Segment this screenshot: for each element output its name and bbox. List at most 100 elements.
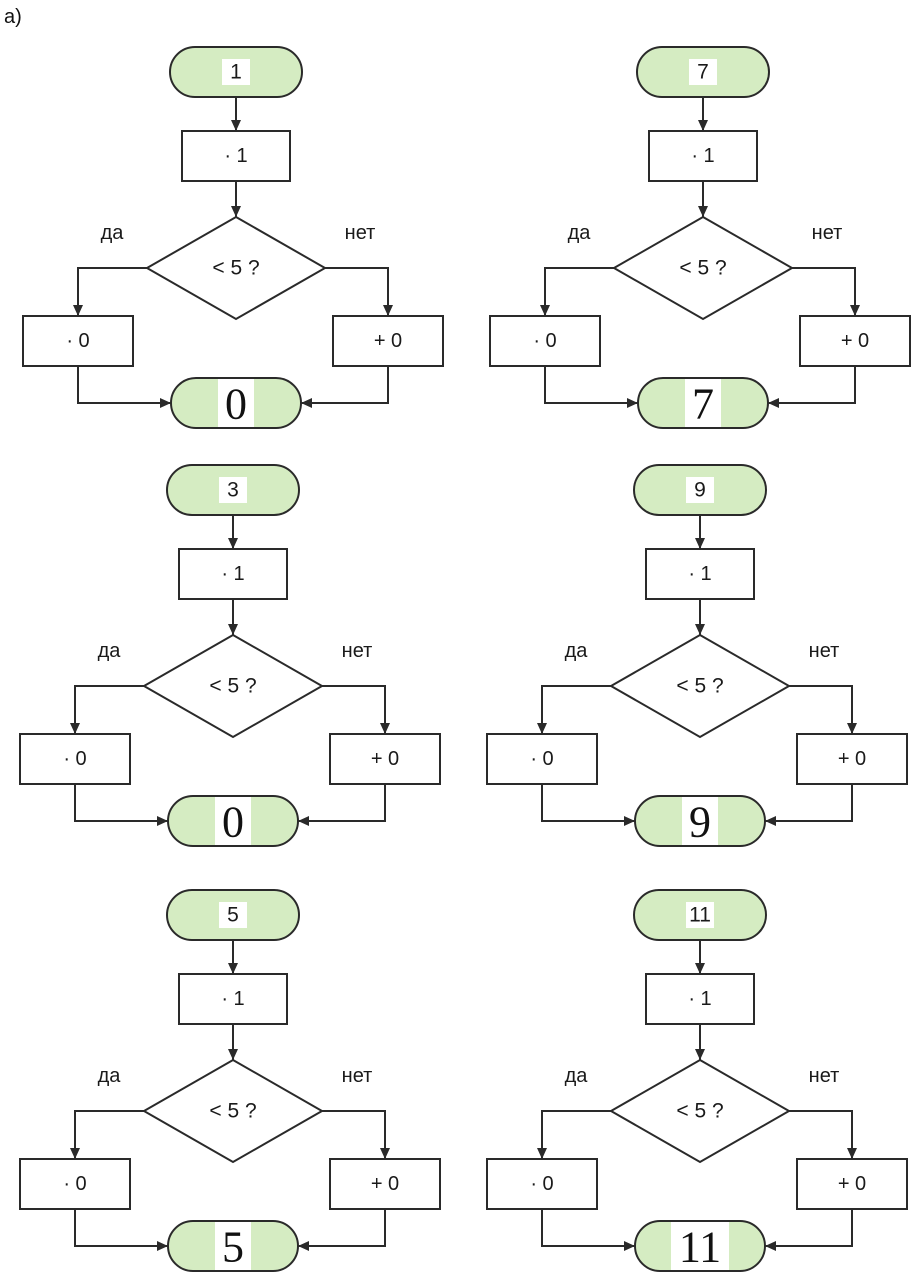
no-branch-line [792,267,856,316]
merge-line-right [765,784,853,822]
merge-line-left [541,784,635,822]
arrow-head [624,1241,635,1251]
input-value: 11 [689,904,711,927]
arrow-head [765,1241,776,1251]
input-label-background [219,477,247,503]
add-zero-label: + 0 [371,1173,399,1195]
condition-label: < 5 ? [212,257,259,280]
input-value: 1 [230,61,242,84]
merge-line-right [298,1209,386,1247]
arrow-head [698,120,708,131]
arrow-head [70,1148,80,1159]
add-zero-box [796,1158,908,1210]
output-value: 5 [222,1223,244,1272]
output-label-background [671,1222,729,1270]
arrow-head [70,723,80,734]
arrow-head [698,206,708,217]
merge-line-right [765,1209,853,1247]
no-branch-label: нет [342,640,373,662]
decision-diamond [144,215,328,321]
input-label-background [219,902,247,928]
multiply-zero-box [19,733,131,785]
multiply-zero-label: · 0 [63,748,86,770]
output-label-background [215,1222,251,1270]
input-label-background [686,902,714,928]
multiply-zero-label: · 0 [533,330,556,352]
add-zero-box [329,733,441,785]
add-zero-label: + 0 [374,330,402,352]
arrow-head [695,538,705,549]
yes-branch-line [541,1110,611,1159]
add-zero-box [329,1158,441,1210]
no-branch-line [322,685,386,734]
no-branch-line [325,267,389,316]
arrow-head [540,305,550,316]
multiply-zero-label: · 0 [66,330,89,352]
arrow-head [380,723,390,734]
condition-label: < 5 ? [679,257,726,280]
yes-branch-line [74,685,144,734]
arrow-head [383,305,393,316]
input-value: 7 [697,61,709,84]
add-zero-box [799,315,911,367]
arrow-head [695,963,705,974]
arrow-head [73,305,83,316]
condition-label: < 5 ? [676,1100,723,1123]
arrow-head [298,816,309,826]
multiply-one-label: · 1 [688,563,711,585]
output-value: 0 [222,798,244,847]
arrow-head [160,398,171,408]
arrow-head [850,305,860,316]
multiply-zero-label: · 0 [530,1173,553,1195]
add-zero-label: + 0 [838,748,866,770]
merge-line-left [77,366,171,404]
add-zero-label: + 0 [841,330,869,352]
input-value: 9 [694,479,706,502]
decision-diamond [608,633,792,739]
arrow-head [298,1241,309,1251]
yes-branch-label: да [98,1065,122,1087]
no-branch-label: нет [812,222,843,244]
merge-line-left [541,1209,635,1247]
arrow-head [768,398,779,408]
no-branch-line [789,1110,853,1159]
arrow-head [537,723,547,734]
yes-branch-line [77,267,147,316]
arrow-head [231,206,241,217]
arrow-head [228,1049,238,1060]
output-label-background [685,379,721,427]
arrow-head [157,1241,168,1251]
yes-branch-line [74,1110,144,1159]
yes-branch-label: да [565,640,589,662]
condition-label: < 5 ? [209,1100,256,1123]
multiply-zero-label: · 0 [530,748,553,770]
decision-diamond [611,215,795,321]
add-zero-label: + 0 [838,1173,866,1195]
condition-label: < 5 ? [209,675,256,698]
merge-line-left [74,784,168,822]
multiply-zero-label: · 0 [63,1173,86,1195]
multiply-one-box [178,548,288,600]
multiply-one-label: · 1 [691,145,714,167]
multiply-one-box [648,130,758,182]
merge-line-right [768,366,856,404]
output-value: 0 [225,380,247,429]
add-zero-label: + 0 [371,748,399,770]
part-label: а) [4,6,22,28]
input-value: 5 [227,904,239,927]
merge-line-right [298,784,386,822]
no-branch-line [789,685,853,734]
condition-label: < 5 ? [676,675,723,698]
arrow-head [157,816,168,826]
arrow-head [847,723,857,734]
multiply-one-label: · 1 [688,988,711,1010]
input-label-background [686,477,714,503]
yes-branch-line [544,267,614,316]
decision-diamond [141,1058,325,1164]
